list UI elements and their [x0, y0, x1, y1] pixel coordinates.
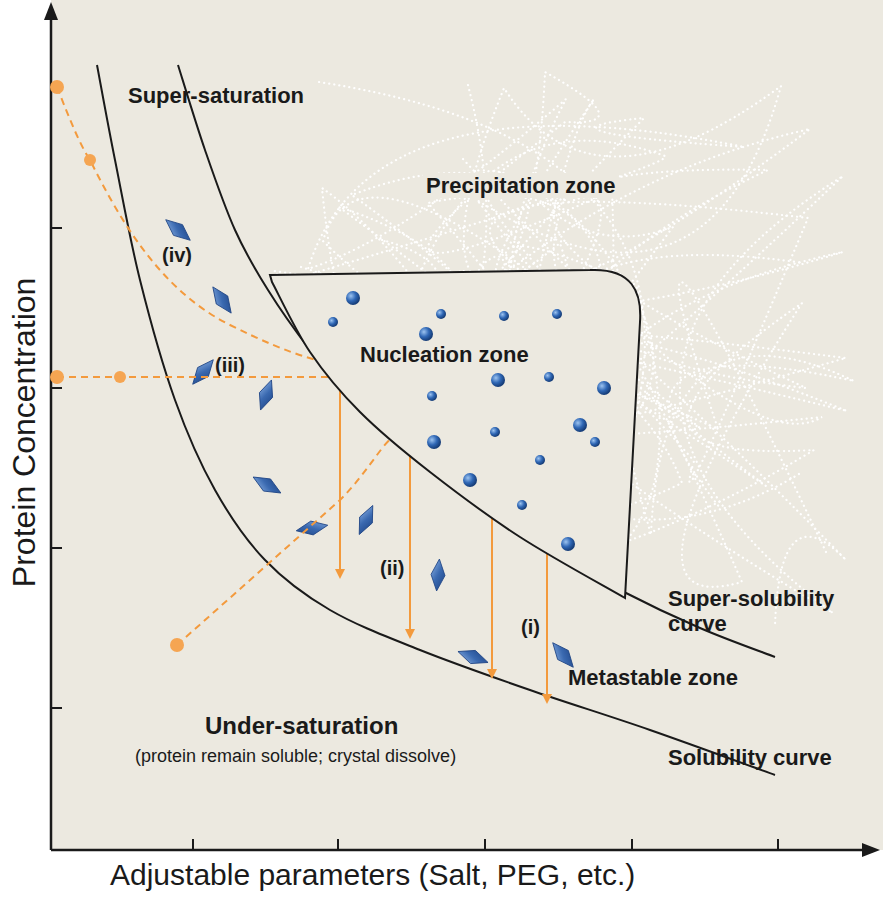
x-axis [51, 849, 868, 852]
region-label: Nucleation zone [360, 342, 529, 368]
crystal [161, 214, 195, 245]
plot-ground [51, 0, 883, 850]
region-note: (protein remain soluble; crystal dissolv… [135, 746, 456, 767]
region-label: Super-saturation [128, 83, 304, 108]
path-dots [50, 80, 553, 652]
solubility-curve [97, 65, 775, 775]
super-solubility-curve [178, 65, 775, 657]
crystal [207, 283, 237, 317]
axis-title: Adjustable parameters (Salt, PEG, etc.) [110, 858, 635, 893]
crystal [187, 355, 218, 389]
crystal [254, 378, 278, 413]
axis-title: Protein Concentration [7, 277, 44, 587]
region-label: Metastable zone [568, 665, 738, 690]
crystal [353, 503, 379, 538]
region-label: Precipitation zone [423, 173, 618, 198]
callout-number: (iv) [162, 244, 192, 267]
callout-number: (iii) [215, 354, 245, 377]
region-label: Under-saturation [205, 712, 398, 740]
crystal [295, 518, 329, 537]
y-axis-arrow [44, 2, 58, 20]
y-axis [50, 14, 53, 850]
x-axis-arrow [862, 843, 880, 857]
crystal [250, 471, 285, 499]
curve-label: Solubility curve [668, 745, 832, 770]
nucleation-region: Nucleation zone [255, 262, 650, 607]
crystal [456, 645, 491, 669]
crystal [430, 558, 447, 591]
callout-number: (ii) [380, 557, 404, 580]
callout-number: (i) [521, 616, 540, 639]
curve-label: Super-solubility curve [668, 586, 868, 637]
region-outline [255, 262, 650, 607]
